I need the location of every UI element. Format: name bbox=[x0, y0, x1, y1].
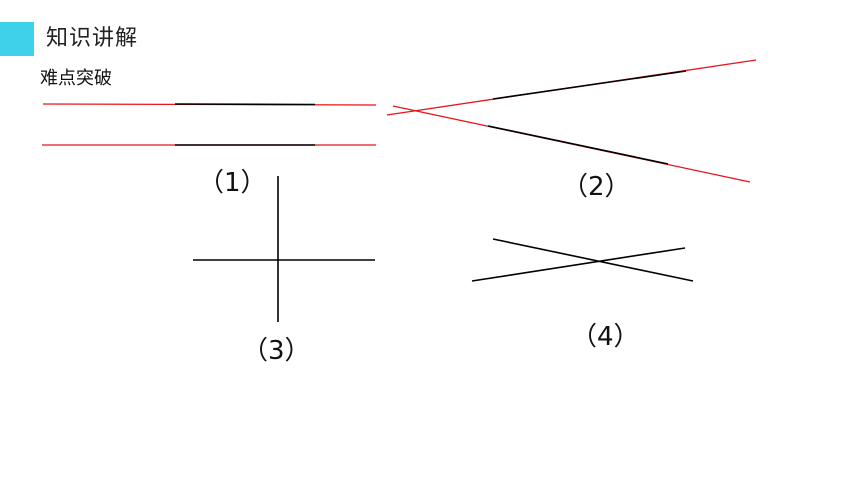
figure-1-parallel-lines bbox=[42, 103, 377, 146]
figure-4-label: （4） bbox=[571, 322, 640, 352]
fig2-upper-segment bbox=[492, 70, 687, 100]
figure-3-label: （3） bbox=[242, 336, 311, 366]
figure-4-crossing-lines bbox=[471, 238, 694, 282]
fig1-top-segment bbox=[174, 103, 316, 106]
figure-3-perpendicular-lines bbox=[193, 176, 375, 322]
fig2-lower-segment bbox=[487, 125, 669, 165]
figure-2-label: （2） bbox=[562, 172, 631, 202]
section-accent-block bbox=[0, 22, 34, 56]
section-title: 知识讲解 bbox=[46, 26, 139, 51]
figure-1-label: （1） bbox=[198, 168, 267, 198]
figure-2-intersecting-lines bbox=[386, 59, 757, 183]
fig4-line-a bbox=[492, 238, 694, 282]
fig4-line-b bbox=[471, 247, 686, 282]
section-subtitle: 难点突破 bbox=[40, 68, 112, 89]
